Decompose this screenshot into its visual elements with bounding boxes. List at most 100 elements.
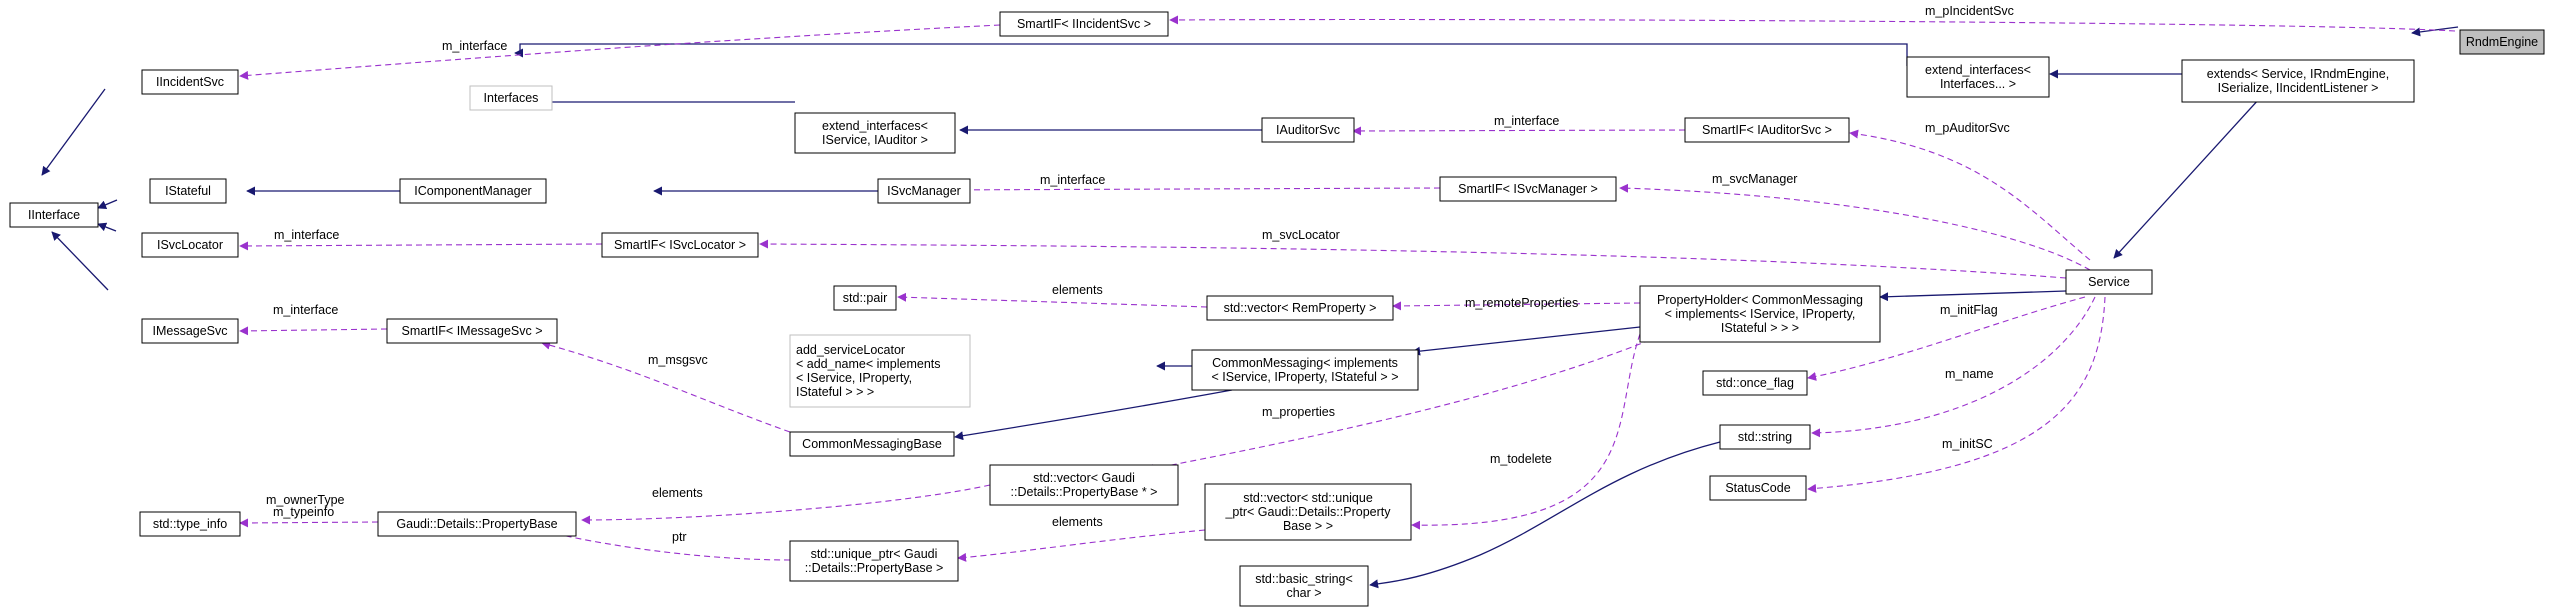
- node-std-once-flag[interactable]: std::once_flag: [1702, 370, 1808, 396]
- node-box: [999, 11, 1169, 37]
- node-service[interactable]: Service: [2065, 269, 2153, 295]
- node-label: extend_interfaces<: [1925, 63, 2031, 77]
- edge-m-interface-incident: [239, 24, 1001, 80]
- node-box: [989, 464, 1179, 506]
- node-label: SmartIF< IAuditorSvc >: [1702, 123, 1832, 137]
- edge-ptr: [539, 527, 791, 561]
- node-unique-ptr-propertybase[interactable]: std::unique_ptr< Gaudi::Details::Propert…: [789, 540, 959, 582]
- node-smartif-imessagesvc[interactable]: SmartIF< IMessageSvc >: [386, 318, 558, 344]
- node-box: [141, 318, 239, 344]
- node-statuscode[interactable]: StatusCode: [1709, 475, 1807, 501]
- label-elements-vector-ptr: elements: [652, 486, 703, 500]
- node-label: IInterface: [28, 208, 80, 222]
- label-m-properties: m_properties: [1262, 405, 1335, 419]
- label-m-name: m_name: [1945, 367, 1994, 381]
- node-label: std::type_info: [153, 517, 227, 531]
- node-commonmessaging[interactable]: CommonMessaging< implements< IService, I…: [1191, 349, 1419, 391]
- nodes: RndmEngine extends< Service, IRndmEngine…: [9, 11, 2545, 607]
- edge-isvclocator-iinterface: [97, 222, 117, 232]
- node-box: [1709, 475, 1807, 501]
- edge-m-initsc: [1807, 296, 2106, 493]
- node-std-type-info[interactable]: std::type_info: [139, 511, 241, 537]
- node-istateful[interactable]: IStateful: [149, 178, 227, 204]
- node-box: [1206, 295, 1394, 321]
- node-iauditorsvc[interactable]: IAuditorSvc: [1261, 117, 1355, 143]
- label-m-todelete: m_todelete: [1490, 452, 1552, 466]
- label-m-pincidentsvc: m_pIncidentSvc: [1925, 4, 2014, 18]
- edge-m-todelete: [1411, 333, 1641, 530]
- node-box: [1191, 349, 1419, 391]
- node-isvcmanager[interactable]: ISvcManager: [877, 178, 971, 204]
- edge-iincidentsvc-iinterface: [41, 88, 106, 176]
- node-box: [1639, 285, 1881, 343]
- node-box: [789, 431, 955, 457]
- node-icomponentmanager[interactable]: IComponentManager: [399, 178, 547, 204]
- node-vector-unique-ptr[interactable]: std::vector< std::unique_ptr< Gaudi::Det…: [1204, 483, 1412, 541]
- node-box: [377, 511, 577, 537]
- node-box: [2459, 29, 2545, 55]
- node-smartif-isvclocator[interactable]: SmartIF< ISvcLocator >: [601, 232, 759, 258]
- node-imessagesvc[interactable]: IMessageSvc: [141, 318, 239, 344]
- label-m-interface-msgsvc: m_interface: [273, 303, 338, 317]
- node-interfaces[interactable]: Interfaces: [469, 85, 553, 111]
- node-label: SmartIF< ISvcLocator >: [614, 238, 746, 252]
- node-std-pair[interactable]: std::pair: [833, 285, 897, 311]
- node-label: SmartIF< IIncidentSvc >: [1017, 17, 1151, 31]
- node-label: Base > >: [1283, 519, 1333, 533]
- edge-m-ownertype: [239, 518, 379, 528]
- node-label: add_serviceLocator: [796, 343, 905, 357]
- node-label: Interfaces: [484, 91, 539, 105]
- node-smartif-iauditorsvc[interactable]: SmartIF< IAuditorSvc >: [1684, 117, 1850, 143]
- node-box: [139, 511, 241, 537]
- node-label: IStateful > > >: [1721, 321, 1799, 335]
- node-label: IIncidentSvc: [156, 75, 224, 89]
- node-smartif-iincidentsvc[interactable]: SmartIF< IIncidentSvc >: [999, 11, 1169, 37]
- node-label: ISvcLocator: [157, 238, 223, 252]
- node-commonmessagingbase[interactable]: CommonMessagingBase: [789, 431, 955, 457]
- label-m-typeinfo: m_typeinfo: [273, 505, 334, 519]
- label-m-interface-incident: m_interface: [442, 39, 507, 53]
- node-label: ISerialize, IIncidentListener >: [2218, 81, 2379, 95]
- node-smartif-isvcmanager[interactable]: SmartIF< ISvcManager >: [1439, 176, 1617, 202]
- node-propertybase[interactable]: Gaudi::Details::PropertyBase: [377, 511, 577, 537]
- node-extend-interfaces-auditor[interactable]: extend_interfaces<IService, IAuditor >: [794, 112, 956, 154]
- edge-m-svclocator: [759, 239, 2067, 279]
- node-isvclocator[interactable]: ISvcLocator: [141, 232, 239, 258]
- edge-imessagesvc-iinterface: [51, 231, 109, 291]
- node-iincidentsvc[interactable]: IIncidentSvc: [141, 69, 239, 95]
- node-extends-service[interactable]: extends< Service, IRndmEngine,ISerialize…: [2181, 59, 2415, 103]
- node-label: std::pair: [843, 291, 887, 305]
- node-label: StatusCode: [1725, 481, 1790, 495]
- node-vector-remproperty[interactable]: std::vector< RemProperty >: [1206, 295, 1394, 321]
- node-label: std::unique_ptr< Gaudi: [811, 547, 938, 561]
- node-box: [789, 540, 959, 582]
- node-basic-string[interactable]: std::basic_string<char >: [1239, 565, 1369, 607]
- node-label: IAuditorSvc: [1276, 123, 1340, 137]
- node-box: [877, 178, 971, 204]
- edge-m-interface-auditor: [1352, 126, 1686, 136]
- node-vector-propertybase-ptr[interactable]: std::vector< Gaudi::Details::PropertyBas…: [989, 464, 1179, 506]
- node-label: Service: [2088, 275, 2130, 289]
- label-m-remoteproperties: m_remoteProperties: [1465, 296, 1578, 310]
- node-label: _ptr< Gaudi::Details::Property: [1224, 505, 1391, 519]
- label-m-initflag: m_initFlag: [1940, 303, 1998, 317]
- node-box: [149, 178, 227, 204]
- label-m-svclocator: m_svcLocator: [1262, 228, 1340, 242]
- inheritance-edges: [41, 26, 2459, 589]
- edge-m-properties: [1145, 339, 1651, 473]
- node-rndmengine[interactable]: RndmEngine: [2459, 29, 2545, 55]
- node-extend-interfaces-dots[interactable]: extend_interfaces<Interfaces... >: [1906, 56, 2050, 98]
- node-label: std::vector< Gaudi: [1033, 471, 1135, 485]
- node-propertyholder[interactable]: PropertyHolder< CommonMessaging< impleme…: [1639, 285, 1881, 343]
- node-iinterface[interactable]: IInterface: [9, 202, 99, 228]
- edge-m-pauditorsvc: [1849, 129, 2091, 261]
- node-label: IService, IAuditor >: [822, 133, 928, 147]
- node-label: std::vector< std::unique: [1243, 491, 1373, 505]
- node-box: [141, 232, 239, 258]
- node-label: extends< Service, IRndmEngine,: [2207, 67, 2389, 81]
- label-m-svcmanager: m_svcManager: [1712, 172, 1797, 186]
- edge-elements-vector-ptr: [581, 484, 991, 525]
- node-label: CommonMessagingBase: [802, 437, 942, 451]
- node-add-servicelocator[interactable]: add_serviceLocator< add_name< implements…: [789, 334, 971, 408]
- node-std-string[interactable]: std::string: [1719, 424, 1811, 450]
